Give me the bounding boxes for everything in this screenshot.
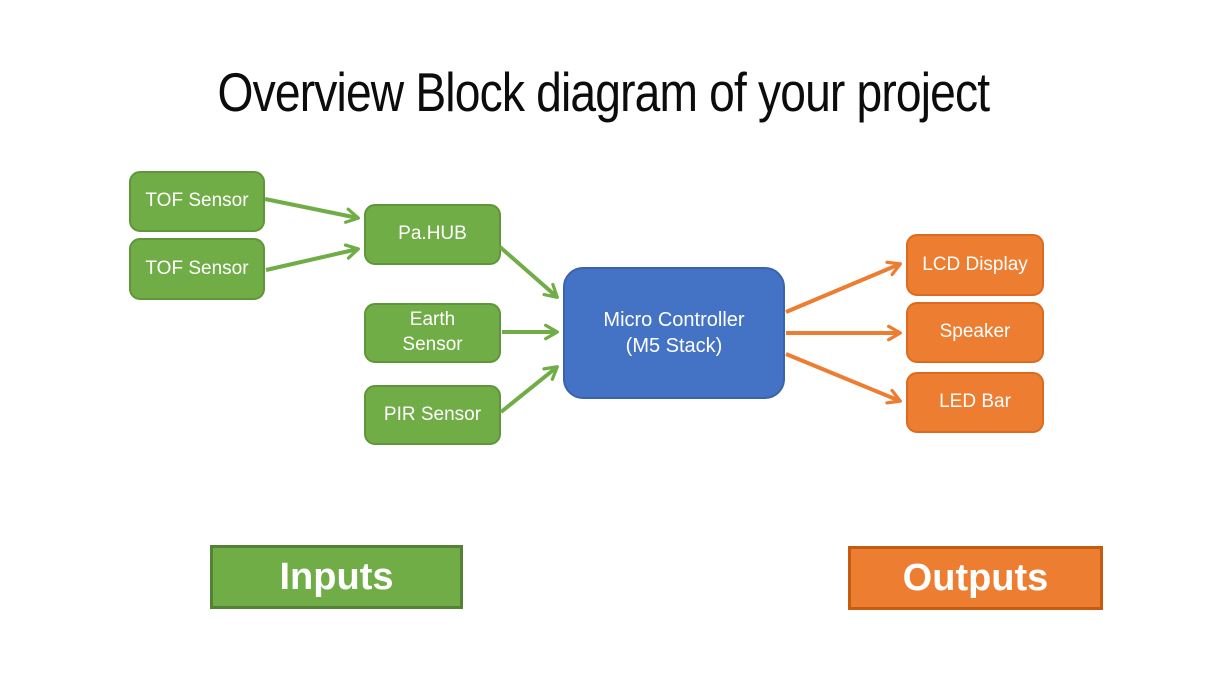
node-micro-controller: Micro Controller (M5 Stack): [563, 267, 785, 399]
connector-pir-to-mc: [499, 365, 559, 414]
page-title: Overview Block diagram of your project: [0, 60, 1207, 124]
node-label: Pa.HUB: [398, 223, 467, 245]
node-label: Micro Controller (M5 Stack): [603, 309, 745, 357]
node-earth-sensor: Earth Sensor: [364, 303, 501, 363]
node-label: TOF Sensor: [145, 190, 249, 212]
node-label: Earth Sensor: [402, 309, 463, 355]
node-tof-sensor-1: TOF Sensor: [129, 171, 265, 232]
node-led-bar: LED Bar: [906, 372, 1044, 433]
connector-pahub-to-mc: [498, 245, 559, 299]
node-label: Speaker: [939, 321, 1011, 343]
connector-mc-to-ledbar: [785, 352, 902, 405]
inputs-legend: Inputs: [210, 545, 463, 609]
inputs-legend-label: Inputs: [279, 555, 394, 598]
node-speaker: Speaker: [906, 302, 1044, 363]
connector-tof2-to-pahub: [265, 243, 360, 272]
connector-mc-to-lcd: [785, 260, 902, 314]
page-title-text: Overview Block diagram of your project: [217, 61, 991, 123]
node-label: LED Bar: [939, 391, 1011, 413]
outputs-legend: Outputs: [848, 546, 1103, 610]
node-label: TOF Sensor: [145, 257, 249, 279]
node-lcd-display: LCD Display: [906, 234, 1044, 296]
node-pa-hub: Pa.HUB: [364, 204, 501, 265]
node-pir-sensor: PIR Sensor: [364, 385, 501, 445]
outputs-legend-label: Outputs: [902, 556, 1049, 599]
node-tof-sensor-2: TOF Sensor: [129, 238, 265, 300]
node-label: LCD Display: [922, 253, 1028, 275]
connector-tof1-to-pahub: [264, 197, 360, 224]
node-label: PIR Sensor: [383, 403, 482, 425]
